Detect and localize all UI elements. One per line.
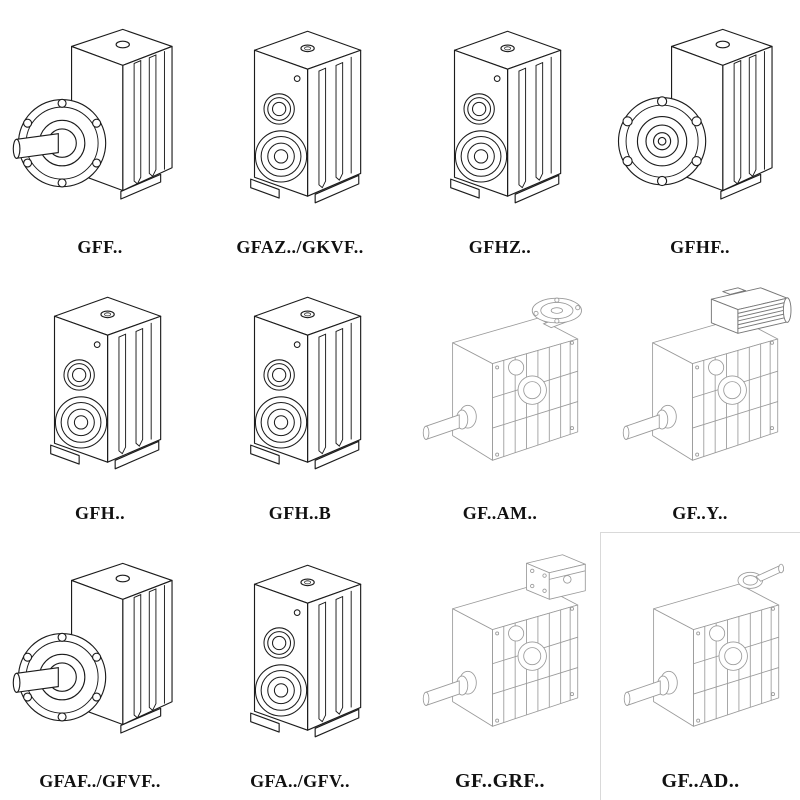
gearbox-drawing-gfhf: [603, 18, 797, 236]
catalog-cell-gfa-gfv: GFA../GFV..: [200, 532, 400, 800]
gearbox-drawing-gfh: [3, 284, 197, 502]
model-label-gff: GFF..: [77, 237, 123, 258]
model-label-gfh: GFH..: [75, 503, 125, 524]
catalog-cell-gf-grf: GF..GRF..: [400, 532, 600, 800]
gearbox-drawing-gfh-b: [203, 284, 397, 502]
gearbox-drawing-gf-ad: [604, 550, 798, 768]
catalog-cell-gf-y: GF..Y..: [600, 266, 800, 532]
gearbox-drawing-gff: [3, 18, 197, 236]
gearbox-drawing-gfaz-gkvf: [203, 18, 397, 236]
catalog-cell-gfaz-gkvf: GFAZ../GKVF..: [200, 0, 400, 266]
catalog-cell-gfh-b: GFH..B: [200, 266, 400, 532]
catalog-cell-gfhz: GFHZ..: [400, 0, 600, 266]
model-label-gf-am: GF..AM..: [462, 503, 538, 524]
gearbox-drawing-gfhz: [403, 18, 597, 236]
model-label-gf-grf: GF..GRF..: [455, 770, 545, 792]
model-label-gfaf-gfvf: GFAF../GFVF..: [39, 771, 161, 792]
model-label-gfh-b: GFH..B: [268, 503, 332, 524]
model-label-gfhf: GFHF..: [670, 237, 730, 258]
model-label-gf-ad: GF..AD..: [661, 770, 740, 792]
catalog-cell-gfaf-gfvf: GFAF../GFVF..: [0, 532, 200, 800]
catalog-cell-gfhf: GFHF..: [600, 0, 800, 266]
gearbox-drawing-gf-y: [603, 284, 797, 502]
catalog-cell-gf-ad: GF..AD..: [600, 532, 800, 800]
model-label-gf-y: GF..Y..: [672, 503, 728, 524]
gearbox-drawing-gf-grf: [403, 550, 597, 768]
model-label-gfhz: GFHZ..: [468, 237, 532, 258]
gearbox-drawing-gf-am: [403, 284, 597, 502]
catalog-cell-gff: GFF..: [0, 0, 200, 266]
catalog-cell-gf-am: GF..AM..: [400, 266, 600, 532]
catalog-cell-gfh: GFH..: [0, 266, 200, 532]
gearbox-drawing-gfaf-gfvf: [3, 552, 197, 770]
model-label-gfaz-gkvf: GFAZ../GKVF..: [236, 237, 364, 258]
model-label-gfa-gfv: GFA../GFV..: [250, 771, 350, 792]
gearbox-drawing-gfa-gfv: [203, 552, 397, 770]
